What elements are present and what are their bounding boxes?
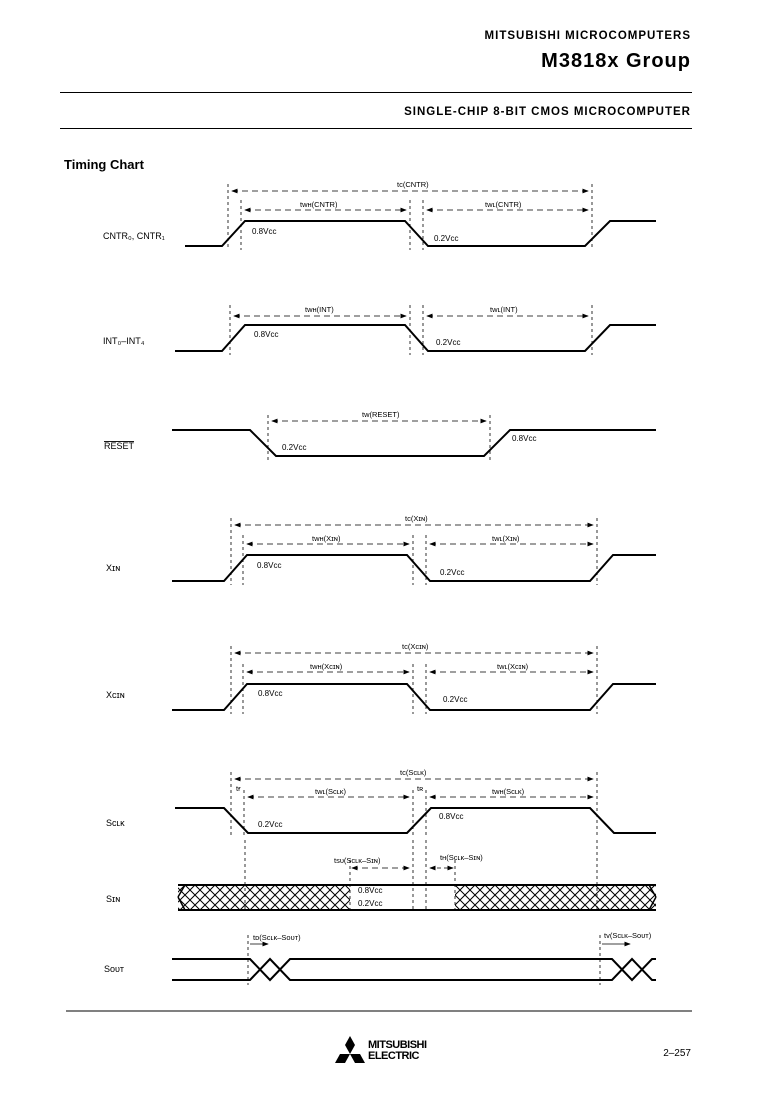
rise-time-label-sclk: tʀ — [417, 784, 423, 793]
signal-label-cntr: CNTR₀, CNTR₁ — [103, 231, 165, 241]
hold-label-sin: tʜ(Sᴄʟᴋ–Sɪɴ) — [440, 853, 483, 862]
high-threshold-sin: 0.8Vᴄᴄ — [358, 886, 382, 895]
signal-label-xcin: Xᴄɪɴ — [106, 690, 125, 700]
valid-label-sout: tᴠ(Sᴄʟᴋ–Sᴏᴜᴛ) — [604, 931, 652, 940]
low-width-label-xin: tᴡʟ(Xɪɴ) — [492, 534, 520, 543]
high-width-label-xcin: tᴡʜ(Xᴄɪɴ) — [310, 662, 343, 671]
mitsubishi-logo-icon — [335, 1036, 365, 1063]
period-label-xcin: tᴄ(Xᴄɪɴ) — [402, 642, 429, 651]
footer-brand-line1: MITSUBISHI — [368, 1039, 427, 1051]
high-width-label-xin: tᴡʜ(Xɪɴ) — [312, 534, 341, 543]
low-threshold-sclk: 0.2Vᴄᴄ — [258, 820, 282, 829]
signal-xcin: Xᴄɪɴ tᴄ(Xᴄɪɴ) tᴡʜ(Xᴄɪɴ) tᴡʟ(Xᴄɪɴ) 0.8Vᴄᴄ… — [106, 642, 656, 714]
setup-label-sin: tѕᴜ(Sᴄʟᴋ–Sɪɴ) — [334, 856, 381, 865]
header-company: MITSUBISHI MICROCOMPUTERS — [484, 30, 691, 42]
low-threshold-xin: 0.2Vᴄᴄ — [440, 568, 464, 577]
signal-sin: Sɪɴ tѕᴜ(Sᴄʟᴋ–Sɪɴ) tʜ(Sᴄʟᴋ–Sɪɴ) 0.8Vᴄᴄ 0.… — [106, 840, 657, 912]
sin-hatch-left — [178, 885, 350, 910]
high-threshold-cntr: 0.8Vᴄᴄ — [252, 227, 276, 236]
low-width-label-xcin: tᴡʟ(Xᴄɪɴ) — [497, 662, 529, 671]
signal-sclk: Sᴄʟᴋ tᴄ(Sᴄʟᴋ) tᴡʟ(Sᴄʟᴋ) tᴡʜ(Sᴄʟᴋ) tғ tʀ … — [106, 768, 656, 837]
signal-label-sclk: Sᴄʟᴋ — [106, 818, 125, 828]
waveform-reset — [172, 429, 656, 457]
waveform-int — [175, 324, 656, 352]
fall-time-label-sclk: tғ — [236, 784, 241, 793]
signal-label-sin: Sɪɴ — [106, 894, 120, 904]
low-threshold-cntr: 0.2Vᴄᴄ — [434, 234, 458, 243]
low-width-label-reset: tᴡ(RESET) — [362, 410, 400, 419]
high-width-label-cntr: tᴡʜ(CNTR) — [300, 200, 338, 209]
low-threshold-xcin: 0.2Vᴄᴄ — [443, 695, 467, 704]
high-threshold-reset: 0.8Vᴄᴄ — [512, 434, 536, 443]
high-width-label-int: tᴡʜ(INT) — [305, 305, 334, 314]
footer-brand-line2: ELECTRIC — [368, 1050, 419, 1062]
period-label-sclk: tᴄ(Sᴄʟᴋ) — [400, 768, 427, 777]
signal-label-xin: Xɪɴ — [106, 563, 120, 573]
high-threshold-xin: 0.8Vᴄᴄ — [257, 561, 281, 570]
signal-reset: RESET tᴡ(RESET) 0.2Vᴄᴄ 0.8Vᴄᴄ — [104, 410, 656, 460]
high-width-label-sclk: tᴡʜ(Sᴄʟᴋ) — [492, 787, 525, 796]
waveform-sout-bottom — [172, 957, 656, 981]
delay-label-sout: tᴅ(Sᴄʟᴋ–Sᴏᴜᴛ) — [253, 933, 301, 942]
waveform-xcin — [172, 683, 656, 711]
period-label-xin: tᴄ(Xɪɴ) — [405, 514, 428, 523]
low-width-label-int: tᴡʟ(INT) — [490, 305, 518, 314]
header-group-title: M3818x Group — [541, 50, 691, 72]
waveform-sclk — [175, 807, 656, 834]
low-threshold-int: 0.2Vᴄᴄ — [436, 338, 460, 347]
high-threshold-sclk: 0.8Vᴄᴄ — [439, 812, 463, 821]
waveform-xin — [172, 554, 656, 582]
low-width-label-cntr: tᴡʟ(CNTR) — [485, 200, 522, 209]
low-threshold-sin: 0.2Vᴄᴄ — [358, 899, 382, 908]
low-width-label-sclk: tᴡʟ(Sᴄʟᴋ) — [315, 787, 347, 796]
signal-int: INT₀–INT₄ tᴡʜ(INT) tᴡʟ(INT) 0.8Vᴄᴄ 0.2Vᴄ… — [103, 305, 656, 355]
page-number: 2–257 — [663, 1048, 691, 1059]
header-subtitle: SINGLE-CHIP 8-BIT CMOS MICROCOMPUTER — [404, 106, 691, 118]
header-rule-top — [60, 92, 692, 93]
low-threshold-reset: 0.2Vᴄᴄ — [282, 443, 306, 452]
signal-sout: Sᴏᴜᴛ tᴅ(Sᴄʟᴋ–Sᴏᴜᴛ) tᴠ(Sᴄʟᴋ–Sᴏᴜᴛ) — [104, 931, 656, 985]
section-title: Timing Chart — [64, 157, 144, 172]
signal-xin: Xɪɴ tᴄ(Xɪɴ) tᴡʜ(Xɪɴ) tᴡʟ(Xɪɴ) 0.8Vᴄᴄ 0.2… — [106, 514, 656, 585]
signal-cntr: CNTR₀, CNTR₁ tᴄ(CNTR) tᴡʜ(CNTR) tᴡʟ(CNTR… — [103, 180, 656, 250]
footer-brand: MITSUBISHI ELECTRIC — [368, 1040, 427, 1062]
high-threshold-int: 0.8Vᴄᴄ — [254, 330, 278, 339]
signal-label-sout: Sᴏᴜᴛ — [104, 964, 124, 974]
signal-label-reset: RESET — [104, 441, 135, 451]
waveform-sout-top — [172, 958, 656, 982]
signal-label-int: INT₀–INT₄ — [103, 336, 145, 346]
high-threshold-xcin: 0.8Vᴄᴄ — [258, 689, 282, 698]
waveform-cntr — [185, 220, 656, 247]
header-rule-bottom — [60, 128, 692, 129]
period-label-cntr: tᴄ(CNTR) — [397, 180, 429, 189]
sin-hatch-right — [455, 885, 656, 910]
